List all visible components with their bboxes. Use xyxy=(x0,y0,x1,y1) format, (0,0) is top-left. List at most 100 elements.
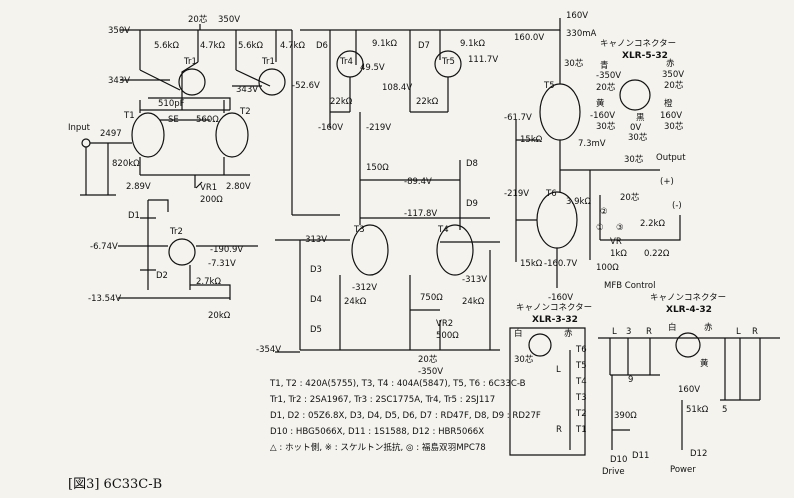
label-r56k-2: 5.6kΩ xyxy=(238,41,263,51)
label-xlr4-white: 白 xyxy=(668,322,677,333)
label-350v-top: 350V xyxy=(218,15,240,25)
tr3-symbol xyxy=(168,238,196,266)
label-350v-neg: -350V xyxy=(418,367,443,377)
label-xlr5-20b: 20芯 xyxy=(664,80,684,91)
label-r56k-1: 5.6kΩ xyxy=(154,41,179,51)
label-r-left: R xyxy=(556,425,562,435)
label-t2: T2 xyxy=(239,107,251,117)
label-1178v: -117.8V xyxy=(404,209,437,219)
t2-tube-symbol xyxy=(215,112,249,158)
label-160v-top: 160V xyxy=(566,11,588,21)
label-160v-neg: -160V xyxy=(318,123,343,133)
input-jack-symbol xyxy=(81,138,91,148)
t4-tube-symbol xyxy=(436,224,474,276)
t1-tube-symbol xyxy=(131,112,165,158)
label-se: SE xyxy=(168,115,179,125)
xlr3-connector-symbol xyxy=(528,333,552,357)
component-labels: 350V 20芯 350V 5.6kΩ 4.7kΩ 5.6kΩ 4.7kΩ Tr… xyxy=(68,11,758,477)
label-power: Power xyxy=(670,465,696,475)
label-r-right: R xyxy=(752,327,758,337)
label-r22k-3: 2.2kΩ xyxy=(640,219,665,229)
label-tr3: Tr2 xyxy=(169,227,183,237)
label-xlr5-p160: 160V xyxy=(660,111,682,121)
label-tr5: Tr5 xyxy=(441,57,455,67)
label-r22k-1: 22kΩ xyxy=(330,97,353,107)
label-xlr5-30b: 30芯 xyxy=(664,121,684,132)
label-xlr5-title: キャノンコネクター xyxy=(600,39,676,49)
label-r022: 0.22Ω xyxy=(644,249,670,259)
label-xlr3-30: 30芯 xyxy=(514,354,534,365)
label-node-1: ① xyxy=(596,223,604,233)
legend-line: Tr1, Tr2 : 2SA1967, Tr3 : 2SC1775A, Tr4,… xyxy=(269,395,495,405)
label-l-left: L xyxy=(556,365,561,375)
label-1117v: 111.7V xyxy=(468,55,498,65)
label-t-cell: T6 xyxy=(575,345,587,355)
label-xlr5-blue: 青 xyxy=(600,60,609,71)
label-r820k: 820kΩ xyxy=(112,159,140,169)
label-330ma: 330mA xyxy=(566,29,597,39)
label-xlr3-white: 白 xyxy=(514,328,523,339)
label-r27k: 2.7kΩ xyxy=(196,277,221,287)
label-tr1: Tr1 xyxy=(183,57,197,67)
legend-line: T1, T2 : 420A(5755), T3, T4 : 404A(5847)… xyxy=(269,379,526,389)
label-20core-b: 20芯 xyxy=(418,354,438,365)
legend-line: D1, D2 : 05Z6.8X, D3, D4, D5, D6, D7 : R… xyxy=(270,411,541,421)
label-d12: D12 xyxy=(690,449,707,459)
label-plus: (+) xyxy=(660,177,674,187)
label-d6: D6 xyxy=(316,41,328,51)
label-t-cell: T1 xyxy=(575,425,587,435)
label-1354v: -13.54V xyxy=(88,294,121,304)
label-tr2: Tr1 xyxy=(261,57,275,67)
label-drive: Drive xyxy=(602,467,625,477)
label-343v-mid: 343V xyxy=(236,85,258,95)
label-1607v: -160.7V xyxy=(544,259,577,269)
label-r20k: 20kΩ xyxy=(208,311,231,321)
label-d2: D2 xyxy=(156,271,168,281)
label-20core-top: 20芯 xyxy=(188,14,208,25)
label-xlr3-name: XLR-3-32 xyxy=(532,315,578,325)
label-vr2: VR2 xyxy=(436,319,453,329)
t5-tube-symbol xyxy=(539,83,581,141)
xlr5-connector-symbol xyxy=(619,79,651,111)
label-r47k-2: 4.7kΩ xyxy=(280,41,305,51)
label-t4: T4 xyxy=(437,225,449,235)
label-r22k-2: 22kΩ xyxy=(416,97,439,107)
label-vr1-value: 200Ω xyxy=(200,195,223,205)
label-c510pf: 510pF xyxy=(158,99,185,109)
label-output: Output xyxy=(656,153,686,163)
label-r91k-1: 9.1kΩ xyxy=(372,39,397,49)
label-313v-b: -313V xyxy=(462,275,487,285)
label-t5: T5 xyxy=(543,81,555,91)
xlr4-connector-symbol xyxy=(675,332,701,358)
wires xyxy=(80,18,780,456)
label-t3: T3 xyxy=(353,225,365,235)
parts-legend: T1, T2 : 420A(5755), T3, T4 : 404A(5847)… xyxy=(269,379,541,453)
label-674v: -6.74V xyxy=(90,242,118,252)
label-1600v: 160.0V xyxy=(514,33,544,43)
label-r-mid: R xyxy=(646,327,652,337)
figure-caption: [図3] 6C33C-B xyxy=(68,477,162,492)
label-vr1: VR1 xyxy=(200,183,217,193)
label-d7: D7 xyxy=(418,41,430,51)
label-minus: (-) xyxy=(672,201,682,211)
label-t-cell: T3 xyxy=(575,393,587,403)
label-xlr5-20a: 20芯 xyxy=(596,82,616,93)
label-219v: -219V xyxy=(366,123,391,133)
t-cell-labels: T6 T5 T4 T3 T2 T1 xyxy=(575,345,587,435)
label-r390: 390Ω xyxy=(614,411,637,421)
label-vr3-value: 1kΩ xyxy=(610,249,627,259)
label-vr2-value: 500Ω xyxy=(436,331,459,341)
label-xlr5-orange: 橙 xyxy=(664,98,673,109)
label-xlr5-n160: -160V xyxy=(590,111,615,121)
label-node-3: ③ xyxy=(616,223,624,233)
label-894v: -89.4V xyxy=(404,177,432,187)
label-d11: D11 xyxy=(632,451,649,461)
label-xlr3-title: キャノンコネクター xyxy=(516,303,592,313)
label-vr3: VR xyxy=(610,237,622,247)
t3-tube-symbol xyxy=(351,224,389,276)
label-d1: D1 xyxy=(128,211,140,221)
label-l-mid: L xyxy=(612,327,617,337)
legend-line: △ : ホット側, ※ : スケルトン抵抗, ◎ : 福島双羽MPC78 xyxy=(270,441,486,453)
label-d4: D4 xyxy=(310,295,322,305)
